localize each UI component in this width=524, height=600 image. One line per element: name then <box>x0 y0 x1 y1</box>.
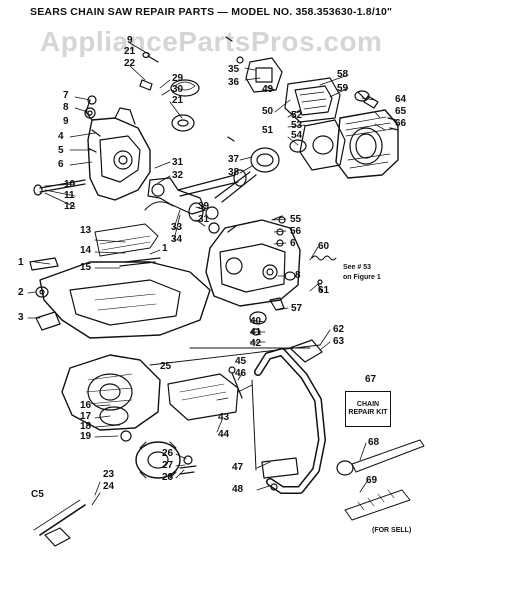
callout-69: 69 <box>366 475 378 486</box>
callout-57: 57 <box>291 303 303 314</box>
callout-68: 68 <box>368 437 380 448</box>
callout-63: 63 <box>333 336 345 347</box>
callout-27: 27 <box>162 460 174 471</box>
corner-code: C5 <box>31 489 44 500</box>
callout-23: 23 <box>103 469 115 480</box>
callout-52: 52 <box>291 110 303 121</box>
chain-repair-kit-box: CHAIN REPAIR KIT <box>345 391 391 427</box>
callout-22: 22 <box>124 58 136 69</box>
callout-66: 66 <box>395 118 407 129</box>
callout-45: 45 <box>235 356 247 367</box>
callout-38: 38 <box>228 167 240 178</box>
callout-21b: 21 <box>172 95 184 106</box>
callout-41: 41 <box>250 327 262 338</box>
callout-16: 16 <box>80 400 92 411</box>
callout-10: 10 <box>64 179 76 190</box>
callout-7: 7 <box>63 90 69 101</box>
callout-30: 30 <box>172 84 184 95</box>
callout-6: 6 <box>58 159 64 170</box>
callout-34: 34 <box>171 234 183 245</box>
callout-17: 17 <box>80 411 92 422</box>
see-note-2: on Figure 1 <box>343 274 381 281</box>
callout-1b: 1 <box>18 257 24 268</box>
callout-13: 13 <box>80 225 92 236</box>
callout-58: 58 <box>337 69 349 80</box>
callout-60: 60 <box>318 241 330 252</box>
callout-55: 55 <box>290 214 302 225</box>
callout-8b: 8 <box>295 270 301 281</box>
callout-9b: 9 <box>63 116 69 127</box>
callout-18: 18 <box>80 421 92 432</box>
callout-35: 35 <box>228 64 240 75</box>
callout-56: 56 <box>290 226 302 237</box>
callout-44: 44 <box>218 429 230 440</box>
callout-3: 3 <box>18 312 24 323</box>
callout-26: 26 <box>162 448 174 459</box>
diagram-title: SEARS CHAIN SAW REPAIR PARTS — MODEL NO.… <box>30 6 393 18</box>
callout-15: 15 <box>80 262 92 273</box>
callout-43: 43 <box>218 412 230 423</box>
callout-6b: 6 <box>290 238 296 249</box>
callout-54: 54 <box>291 130 303 141</box>
callout-40: 40 <box>250 316 262 327</box>
callout-24: 24 <box>103 481 115 492</box>
callout-11: 11 <box>64 190 75 201</box>
callout-67: 67 <box>365 374 377 385</box>
callout-28: 28 <box>162 472 174 483</box>
callout-1: 1 <box>162 243 168 254</box>
callout-62: 62 <box>333 324 345 335</box>
callout-33: 33 <box>171 222 183 233</box>
callout-47: 47 <box>232 462 244 473</box>
footer-note: (FOR SELL) <box>372 527 412 534</box>
watermark: AppliancePartsPros.com <box>40 26 383 57</box>
callout-5: 5 <box>58 145 64 156</box>
callout-21: 21 <box>124 46 136 57</box>
callout-36: 36 <box>228 77 240 88</box>
callout-50: 50 <box>262 106 274 117</box>
callout-64: 64 <box>395 94 407 105</box>
callout-37: 37 <box>228 154 240 165</box>
callout-12: 12 <box>64 201 76 212</box>
callout-53: 53 <box>291 120 303 131</box>
callout-31b: 31 <box>198 214 210 225</box>
callout-14: 14 <box>80 245 92 256</box>
callout-42: 42 <box>250 338 262 349</box>
callout-29: 29 <box>172 73 184 84</box>
callout-32: 32 <box>172 170 184 181</box>
callout-8: 8 <box>63 102 69 113</box>
callout-65: 65 <box>395 106 407 117</box>
callout-59: 59 <box>337 83 349 94</box>
kit-label: CHAIN REPAIR KIT <box>348 400 388 416</box>
callout-39: 39 <box>198 201 210 212</box>
callout-19: 19 <box>80 431 92 442</box>
callout-31: 31 <box>172 157 184 168</box>
callout-4: 4 <box>58 131 64 142</box>
callout-9: 9 <box>127 35 133 46</box>
callout-48: 48 <box>232 484 244 495</box>
callout-46: 46 <box>235 368 247 379</box>
callout-51: 51 <box>262 125 274 136</box>
see-note: See # 53 <box>343 264 372 271</box>
callout-25: 25 <box>160 361 172 372</box>
callout-49: 49 <box>262 84 274 95</box>
callout-2: 2 <box>18 287 24 298</box>
callout-61: 61 <box>318 285 330 296</box>
